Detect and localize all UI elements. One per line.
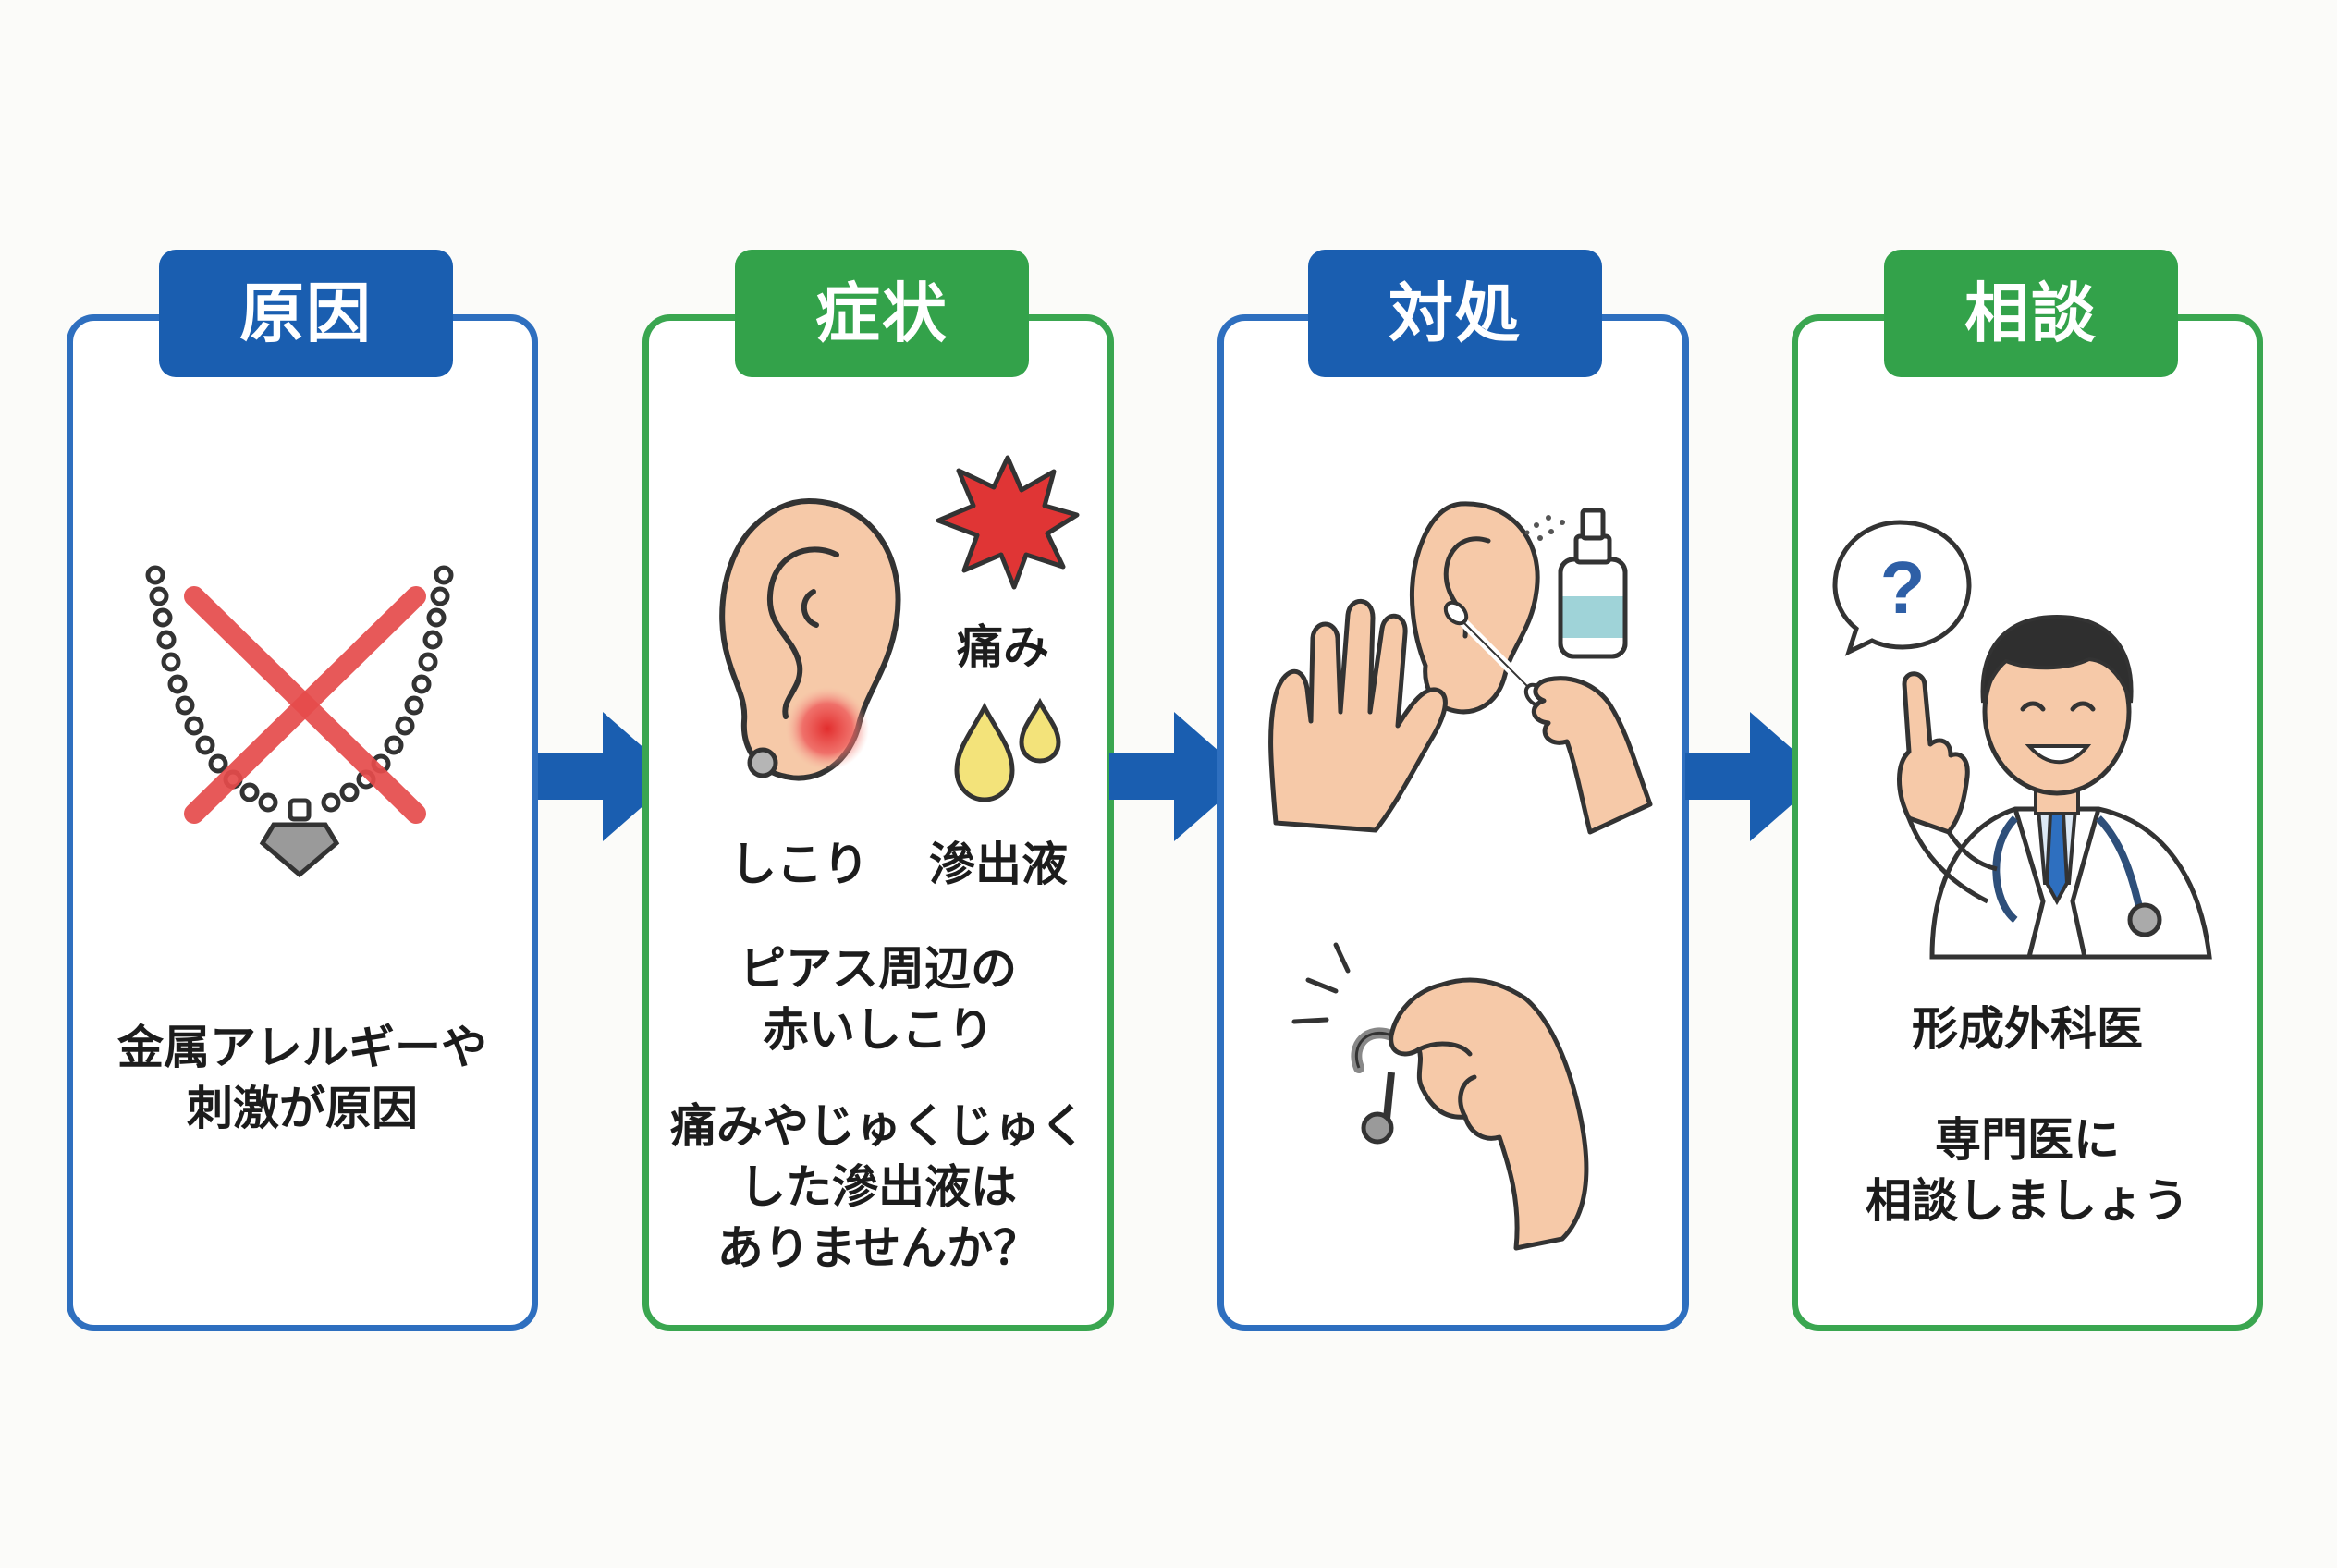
discharge-drops-icon xyxy=(954,697,1061,802)
svg-text:?: ? xyxy=(1880,546,1926,629)
consultation-description: 専門医に 相談しましょう xyxy=(1866,1113,2189,1228)
doctor-icon: ? xyxy=(1832,520,2212,960)
pain-label: 痛み xyxy=(957,620,1049,674)
ear-cleaning-icon xyxy=(1268,501,1653,835)
cause-description: 金属アレルギーや 刺激が原因 xyxy=(117,1021,487,1135)
pain-burst-icon xyxy=(936,455,1080,590)
consultation-label: 相談 xyxy=(1884,250,2178,377)
symptom-description: ピアス周辺の 赤いしこり xyxy=(740,942,1017,1057)
earring-removal-icon xyxy=(1291,942,1589,1251)
plastic-surgeon-label: 形成外科医 xyxy=(1912,1002,2143,1056)
treatment-label: 対処 xyxy=(1308,250,1602,377)
arrow-right-icon xyxy=(1109,712,1248,841)
arrow-right-icon xyxy=(538,712,677,841)
inflamed-ear-icon xyxy=(719,497,901,781)
crossed-out-necklace-icon xyxy=(145,565,454,878)
symptom-question: 痛みやじゅくじゅく した滲出液は ありませんか？ xyxy=(670,1099,1086,1275)
discharge-label: 滲出液 xyxy=(929,838,1068,891)
arrow-right-icon xyxy=(1685,712,1824,841)
cause-label: 原因 xyxy=(159,250,453,377)
lump-label: しこり xyxy=(730,838,869,891)
symptom-label: 症状 xyxy=(735,250,1029,377)
